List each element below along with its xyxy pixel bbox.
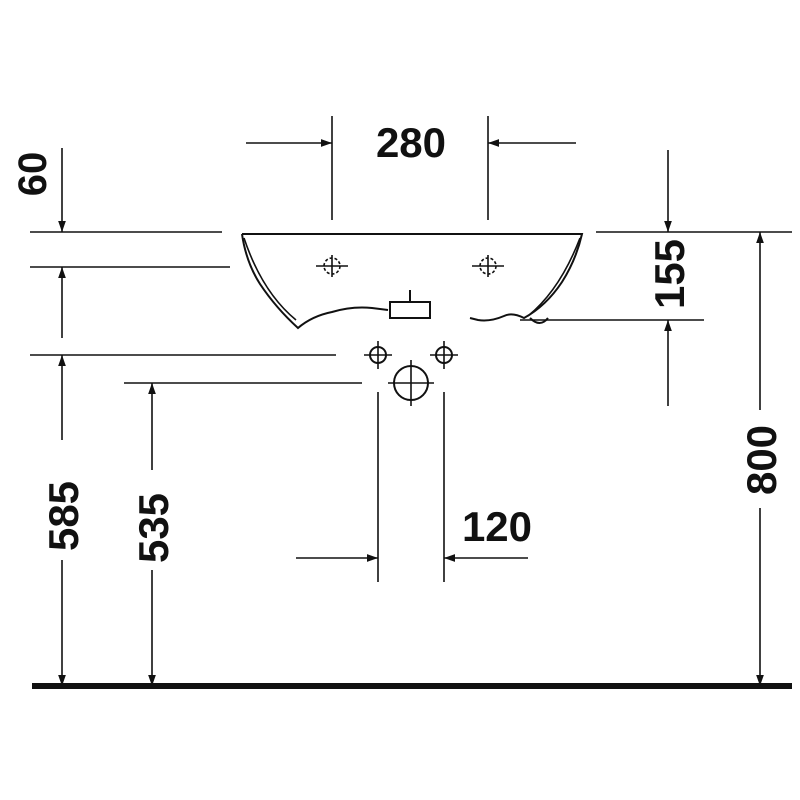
dimension-800: 800: [738, 232, 785, 686]
dimension-800-label: 800: [738, 425, 785, 495]
dimension-535: 535: [130, 383, 177, 686]
dimension-585-label: 585: [40, 481, 87, 551]
dimension-280: 280: [246, 119, 576, 166]
supply-connection-right: [430, 341, 458, 369]
tap-hole-right: [472, 255, 504, 277]
dimension-60-label: 60: [11, 152, 55, 197]
dimension-585: 585: [40, 355, 87, 686]
drain-outlet: [389, 301, 431, 319]
dimension-60: 60: [11, 148, 66, 338]
dimension-120: 120: [296, 503, 532, 562]
waste-connection: [388, 360, 434, 406]
dimension-535-label: 535: [130, 493, 177, 563]
tap-hole-left: [316, 255, 348, 277]
dimension-155-label: 155: [646, 239, 693, 309]
dimension-120-label: 120: [462, 503, 532, 550]
dimension-280-label: 280: [376, 119, 446, 166]
washbasin-outline: [241, 233, 584, 330]
dimension-155: 155: [646, 150, 693, 406]
supply-connection-left: [364, 341, 392, 369]
